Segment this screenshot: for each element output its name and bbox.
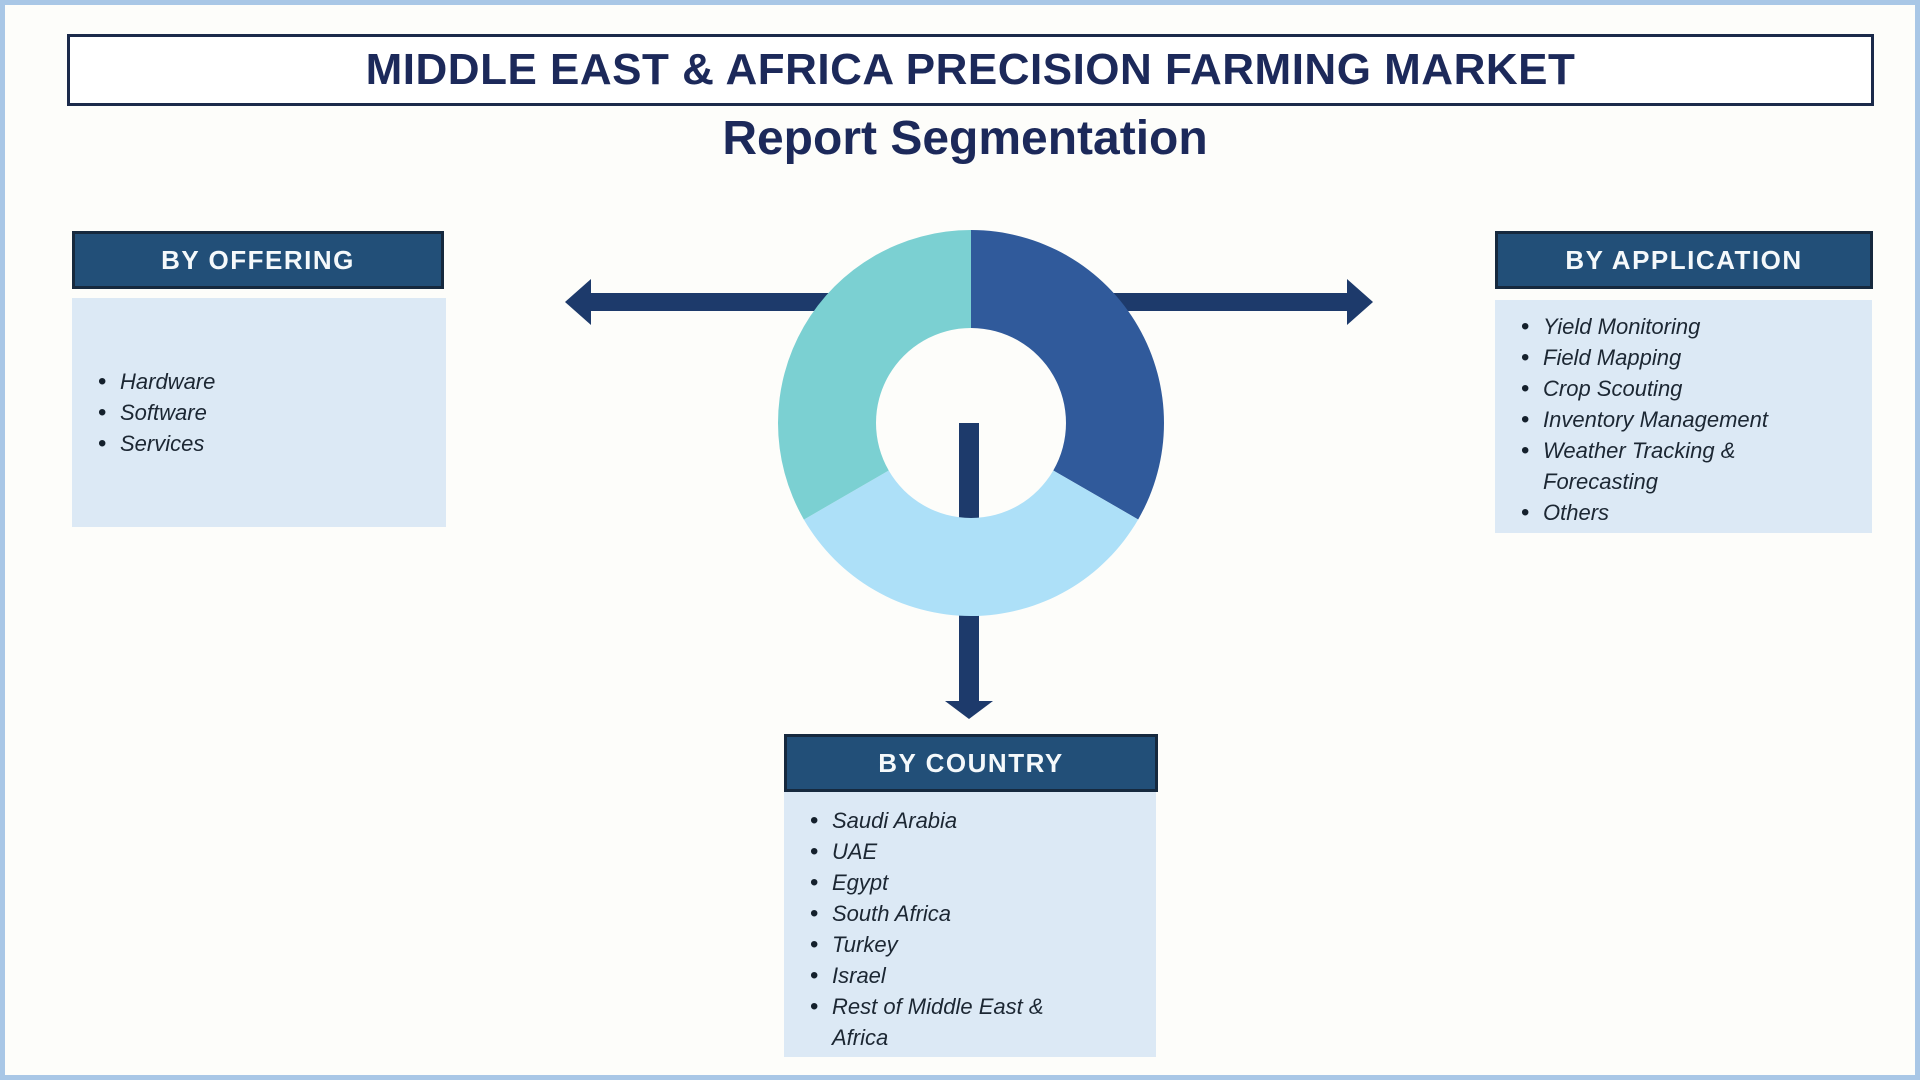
list-item: Saudi Arabia — [810, 805, 1098, 836]
list-item: Crop Scouting — [1521, 373, 1827, 404]
list-item: Software — [98, 397, 406, 428]
list-item: Rest of Middle East & Africa — [810, 991, 1098, 1053]
panel-list-offering: HardwareSoftwareServices — [72, 298, 446, 527]
list-item: Inventory Management — [1521, 404, 1827, 435]
donut-segment-teal — [778, 230, 971, 520]
offering-items: HardwareSoftwareServices — [72, 366, 406, 459]
list-item: Weather Tracking & Forecasting — [1521, 435, 1827, 497]
list-item: Israel — [810, 960, 1098, 991]
country-items: Saudi ArabiaUAEEgyptSouth AfricaTurkeyIs… — [784, 805, 1098, 1053]
donut-segment-dark-blue — [971, 230, 1164, 520]
list-item: Hardware — [98, 366, 406, 397]
list-item: UAE — [810, 836, 1098, 867]
list-item: Turkey — [810, 929, 1098, 960]
page-subtitle: Report Segmentation — [722, 112, 1208, 165]
down-arrow-icon — [945, 701, 993, 719]
panel-header-offering-label: BY OFFERING — [161, 244, 355, 275]
list-item: Egypt — [810, 867, 1098, 898]
left-arrow-icon — [565, 279, 591, 325]
panel-header-country-label: BY COUNTRY — [878, 747, 1064, 778]
donut-segment-light-blue — [803, 470, 1139, 616]
panel-header-country: BY COUNTRY — [784, 734, 1158, 792]
panel-list-country: Saudi ArabiaUAEEgyptSouth AfricaTurkeyIs… — [784, 792, 1156, 1057]
list-item: Field Mapping — [1521, 342, 1827, 373]
panel-header-application-label: BY APPLICATION — [1565, 244, 1803, 275]
donut-chart — [778, 230, 1164, 616]
list-item: Services — [98, 428, 406, 459]
list-item: Others — [1521, 497, 1827, 528]
list-item: South Africa — [810, 898, 1098, 929]
page-title: MIDDLE EAST & AFRICA PRECISION FARMING M… — [365, 45, 1576, 94]
title-box: MIDDLE EAST & AFRICA PRECISION FARMING M… — [67, 34, 1874, 106]
application-items: Yield MonitoringField MappingCrop Scouti… — [1495, 311, 1827, 528]
list-item: Yield Monitoring — [1521, 311, 1827, 342]
panel-header-application: BY APPLICATION — [1495, 231, 1873, 289]
panel-header-offering: BY OFFERING — [72, 231, 444, 289]
right-arrow-icon — [1347, 279, 1373, 325]
panel-list-application: Yield MonitoringField MappingCrop Scouti… — [1495, 300, 1872, 533]
